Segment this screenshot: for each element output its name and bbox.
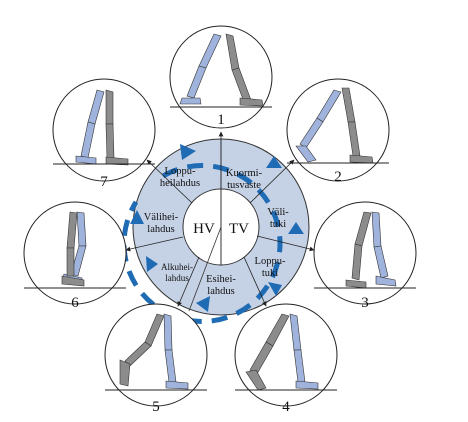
panel-1: 1	[169, 25, 273, 129]
phase-label-lopputuki: Loppu- tuki	[255, 256, 286, 279]
phase-label-valituki: Väli- tuki	[267, 207, 289, 230]
panel-number-3: 3	[361, 295, 369, 311]
svg-text:lahdus: lahdus	[147, 224, 174, 235]
phase-label-kuormitusvaste: Kuormi- tusvaste	[226, 168, 263, 191]
leg-blue	[295, 89, 342, 163]
phase-label-valiheilahdus: Välihei- lahdus	[144, 212, 179, 235]
svg-text:lahdus: lahdus	[165, 273, 189, 283]
panel-3: 3	[313, 201, 417, 311]
panel-7: 7	[52, 78, 156, 190]
svg-text:Välihei-: Välihei-	[144, 212, 179, 223]
panel-number-7: 7	[100, 174, 108, 190]
panel-4: 4	[234, 303, 338, 415]
panel-arrows	[125, 131, 315, 307]
panel-number-4: 4	[282, 399, 290, 415]
svg-text:Loppu-: Loppu-	[255, 256, 286, 267]
leg-gray	[105, 89, 129, 166]
arrow-to-panel-6	[125, 236, 184, 252]
arrow-to-panel-5	[177, 256, 200, 307]
arrow-to-panel-7	[146, 159, 193, 204]
svg-text:tuki: tuki	[262, 268, 278, 279]
leg-blue	[289, 313, 319, 390]
arrow-to-panel-4	[243, 256, 267, 307]
panel-number-5: 5	[152, 399, 160, 415]
leg-gray	[341, 87, 374, 164]
svg-text:tuki: tuki	[270, 219, 286, 230]
svg-text:Kuormi-: Kuormi-	[226, 168, 263, 179]
leg-blue	[371, 211, 397, 287]
phase-label-esiheilahdus: Esihei- lahdus	[206, 274, 236, 297]
center-label-tv: TV	[229, 221, 249, 237]
svg-text:Alkuhei-: Alkuhei-	[161, 262, 193, 272]
svg-text:heilahdus: heilahdus	[160, 178, 200, 189]
leg-blue	[75, 89, 105, 165]
leg-gray	[61, 211, 85, 287]
svg-text:Esihei-: Esihei-	[206, 274, 236, 285]
sector-line	[188, 226, 222, 312]
leg-gray	[225, 33, 264, 107]
arrow-to-panel-2	[249, 159, 295, 204]
center-label-hv: HV	[193, 221, 215, 237]
phase-label-alkuheilahdus: Alkuhei- lahdus	[161, 262, 193, 283]
arrow-to-panel-3	[256, 235, 315, 252]
leg-gray	[119, 313, 165, 387]
leg-blue	[163, 313, 189, 390]
panel-number-2: 2	[334, 169, 342, 185]
panel-5: 5	[104, 303, 208, 415]
cycle-arrowheads	[130, 144, 304, 312]
svg-text:lahdus: lahdus	[207, 286, 234, 297]
svg-text:Väli-: Väli-	[267, 207, 289, 218]
panel-6: 6	[23, 201, 127, 311]
svg-text:Loppu-: Loppu-	[165, 166, 196, 177]
leg-gray	[345, 211, 372, 289]
phase-label-loppuheilahdus: Loppu- heilahdus	[160, 166, 200, 189]
leg-blue	[179, 33, 222, 105]
leg-gray	[245, 313, 290, 391]
panel-2: 2	[286, 78, 390, 185]
panel-number-1: 1	[217, 112, 225, 128]
svg-text:tusvaste: tusvaste	[227, 180, 261, 191]
panel-number-6: 6	[71, 295, 79, 311]
